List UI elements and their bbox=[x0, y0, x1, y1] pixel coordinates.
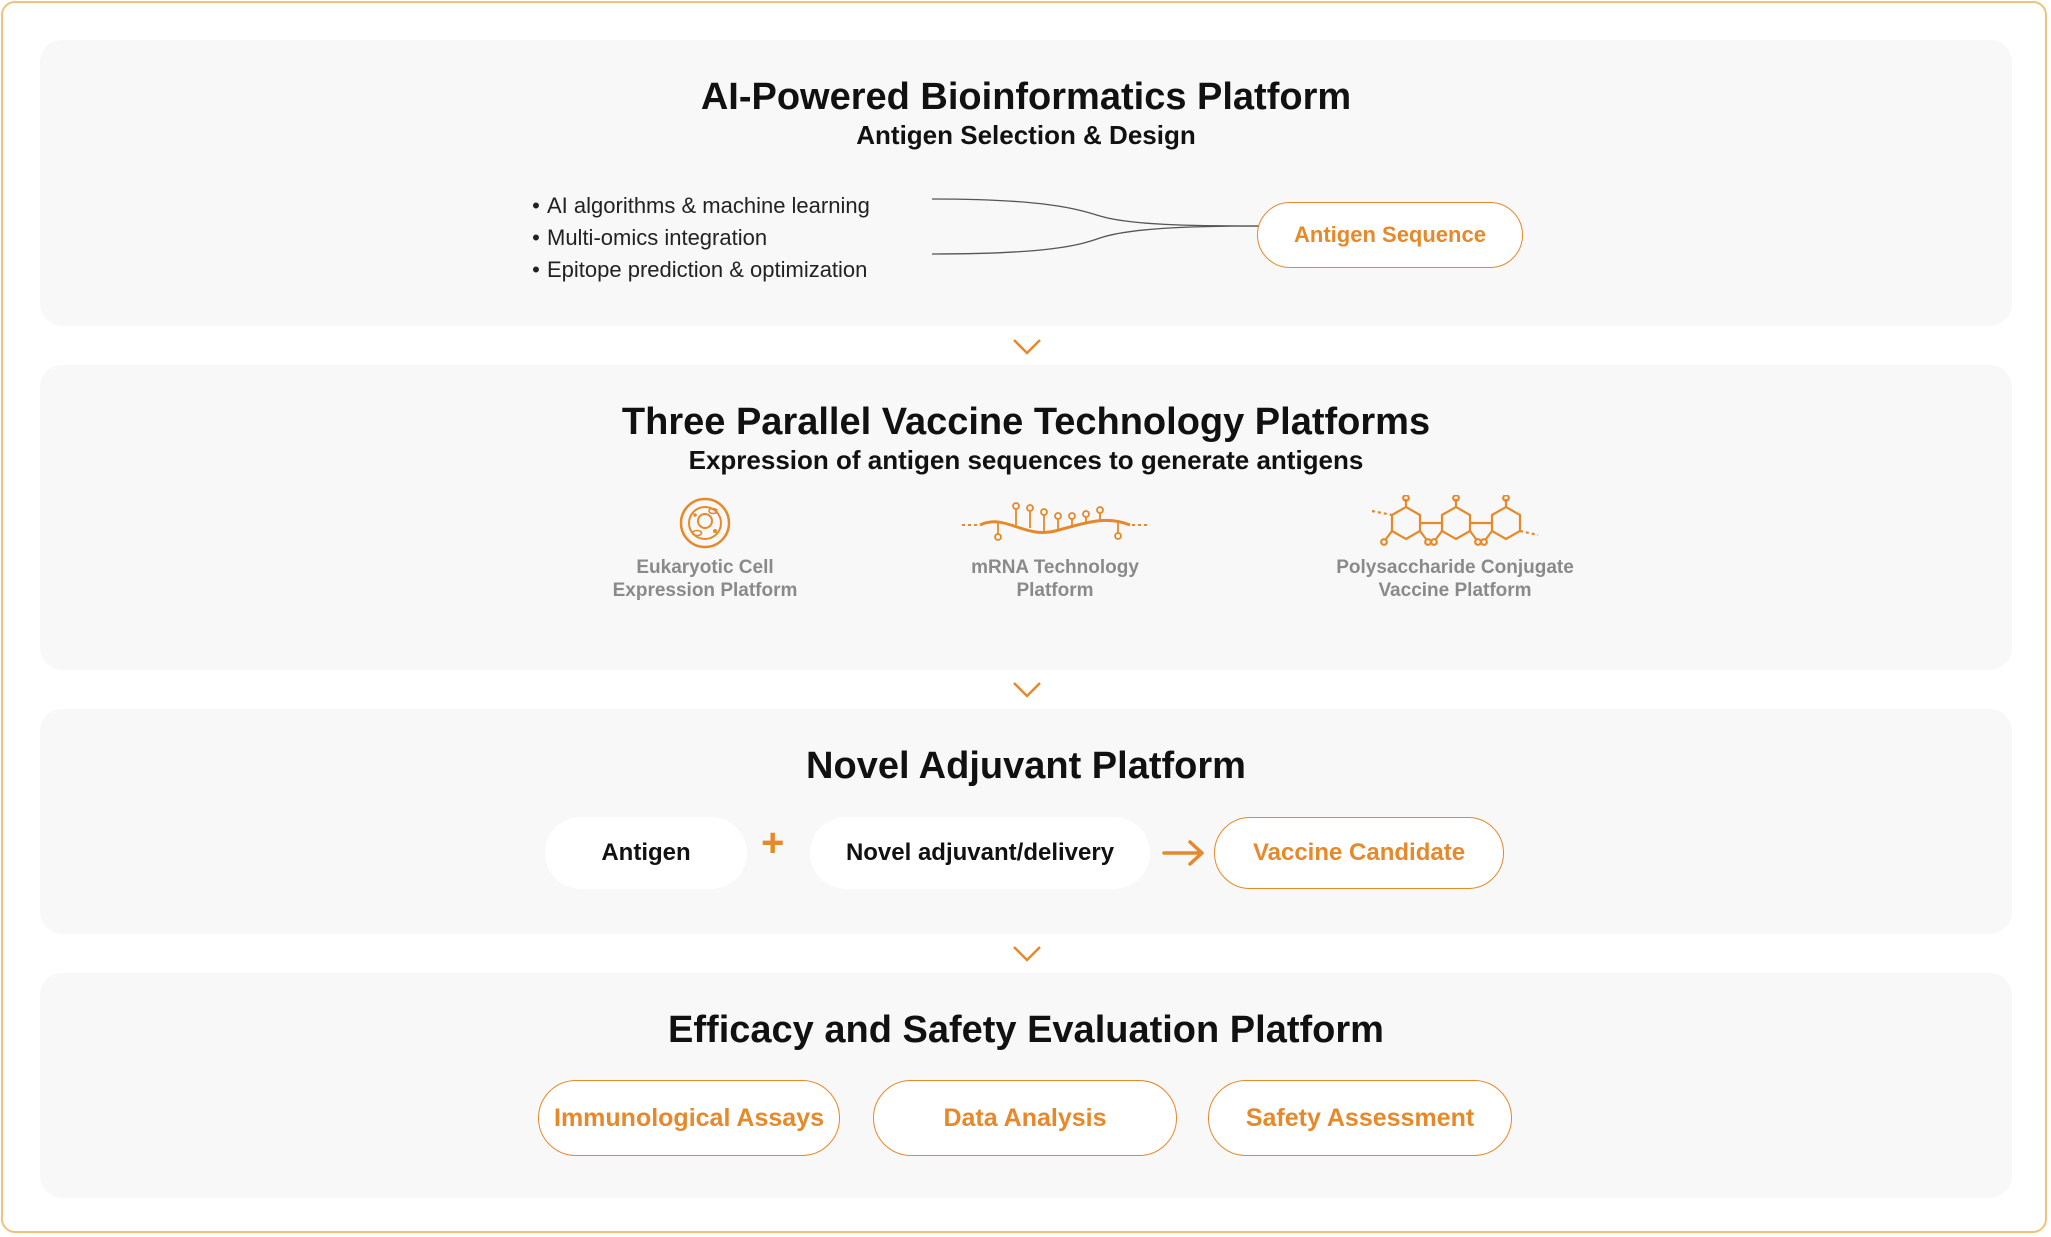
adjuvant-panel: Novel Adjuvant Platform Antigen + Novel … bbox=[40, 709, 2012, 934]
adjuvant-delivery-pill: Novel adjuvant/delivery bbox=[810, 817, 1150, 889]
bullet-item: •Epitope prediction & optimization bbox=[532, 257, 868, 282]
evaluation-panel: Efficacy and Safety Evaluation Platform … bbox=[40, 973, 2012, 1198]
platform-label: Polysaccharide Conjugate Vaccine Platfor… bbox=[1336, 557, 1574, 601]
polysaccharide-icon bbox=[1371, 494, 1539, 546]
platform-polysaccharide-conjugate: Polysaccharide Conjugate Vaccine Platfor… bbox=[1300, 494, 1610, 602]
vaccine-platforms-panel: Three Parallel Vaccine Technology Platfo… bbox=[40, 365, 2012, 670]
plus-icon: + bbox=[761, 821, 785, 865]
bioinformatics-subtitle: Antigen Selection & Design bbox=[856, 120, 1196, 150]
platform-eukaryotic-cell: Eukaryotic Cell Expression Platform bbox=[560, 495, 850, 602]
cell-icon bbox=[679, 497, 731, 549]
chevron-down-icon bbox=[1013, 682, 1041, 698]
bullet-item: •Multi-omics integration bbox=[532, 225, 768, 250]
vaccine-platforms-title: Three Parallel Vaccine Technology Platfo… bbox=[621, 401, 1431, 443]
safety-assessment-pill: Safety Assessment bbox=[1208, 1080, 1512, 1156]
platform-mrna: mRNA Technology Platform bbox=[920, 495, 1190, 602]
platform-label: Eukaryotic Cell Expression Platform bbox=[612, 557, 798, 601]
platform-label: mRNA Technology Platform bbox=[971, 557, 1139, 601]
antigen-sequence-pill: Antigen Sequence bbox=[1257, 202, 1523, 268]
vaccine-candidate-pill: Vaccine Candidate bbox=[1214, 817, 1504, 889]
bioinformatics-title: AI-Powered Bioinformatics Platform bbox=[700, 76, 1352, 118]
mrna-icon bbox=[962, 502, 1148, 541]
chevron-down-icon bbox=[1013, 946, 1041, 962]
evaluation-title: Efficacy and Safety Evaluation Platform bbox=[668, 1009, 1384, 1051]
bioinformatics-panel: AI-Powered Bioinformatics Platform Antig… bbox=[40, 40, 2012, 326]
vaccine-platforms-subtitle: Expression of antigen sequences to gener… bbox=[688, 445, 1364, 475]
merge-lines-connector bbox=[931, 198, 1260, 255]
bioinformatics-bullet-list: •AI algorithms & machine learning •Multi… bbox=[525, 190, 870, 286]
chevron-down-icon bbox=[1013, 339, 1041, 355]
adjuvant-title: Novel Adjuvant Platform bbox=[806, 745, 1246, 787]
data-analysis-pill: Data Analysis bbox=[873, 1080, 1177, 1156]
immunological-assays-pill: Immunological Assays bbox=[538, 1080, 840, 1156]
arrow-right-icon bbox=[1162, 840, 1204, 866]
bullet-text: Multi-omics integration bbox=[547, 225, 768, 250]
bullet-text: AI algorithms & machine learning bbox=[547, 193, 870, 218]
antigen-pill: Antigen bbox=[545, 817, 747, 889]
bullet-text: Epitope prediction & optimization bbox=[547, 257, 868, 282]
bullet-item: •AI algorithms & machine learning bbox=[532, 193, 870, 218]
